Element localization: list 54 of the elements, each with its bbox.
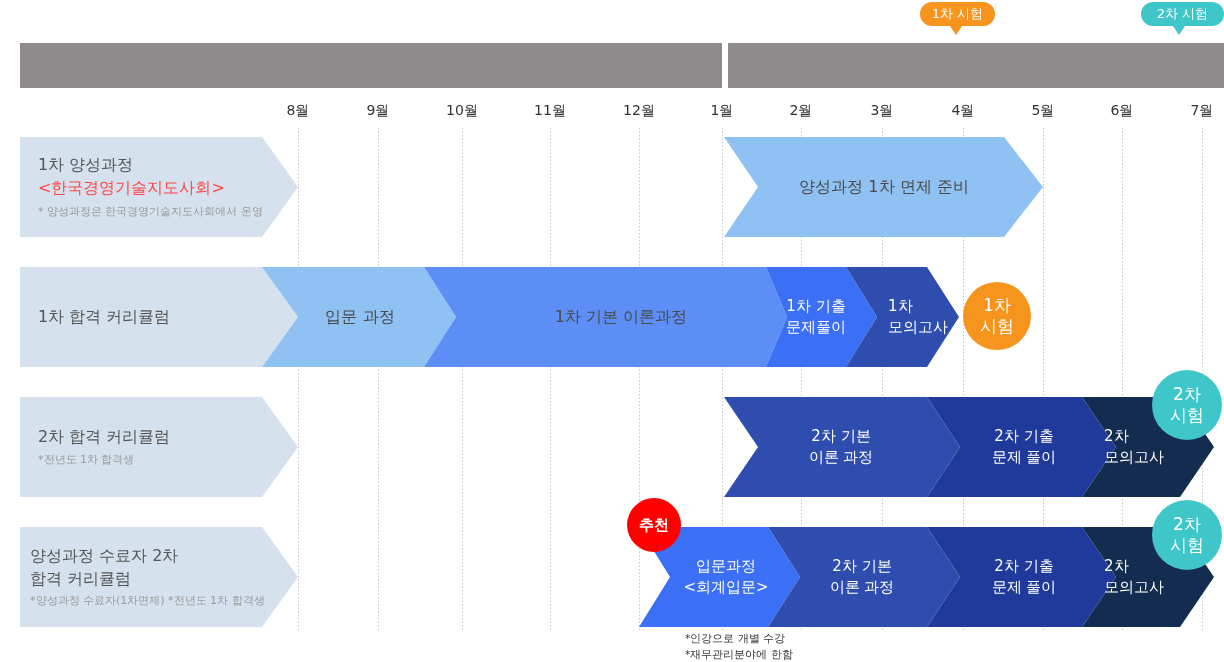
month-label: 8월 xyxy=(286,101,310,120)
row-title: 1차 양성과정 xyxy=(38,154,135,177)
row-title: 1차 합격 커리큘럼 xyxy=(38,305,172,328)
circle-label: 추천 xyxy=(639,515,669,535)
circle-label: 1차 시험 xyxy=(979,294,1015,338)
step-label: 2차 기본 이론 과정 xyxy=(828,555,896,598)
month-label: 6월 xyxy=(1110,101,1134,120)
step-label: 2차 모의고사 xyxy=(1104,555,1165,598)
month-label: 5월 xyxy=(1031,101,1055,120)
month-label: 2월 xyxy=(789,101,813,120)
process-step xyxy=(766,267,877,367)
bubble-label: 1차 시험 xyxy=(931,6,984,22)
month-label: 10월 xyxy=(446,101,478,120)
month-label: 4월 xyxy=(951,101,975,120)
step-label: 2차 기출 문제 풀이 xyxy=(990,425,1058,468)
step-label: 2차 기본 이론 과정 xyxy=(807,425,875,468)
note-text: *전년도 1차 합격생 xyxy=(38,452,136,468)
row-header-banner xyxy=(20,137,298,237)
process-step xyxy=(724,137,1043,237)
step-label: 1차 기본 이론과정 xyxy=(553,305,689,328)
month-label: 9월 xyxy=(366,101,390,120)
subtitle-text: <한국경영기술지도사회> xyxy=(38,177,226,200)
note-text: * 양성과정은 한국경영기술지도사회에서 운영 xyxy=(38,203,264,220)
step-label: 2차 기출 문제 풀이 xyxy=(990,555,1058,598)
step-label: 1차 기출 문제풀이 xyxy=(785,295,847,338)
process-step xyxy=(846,267,959,367)
row-header-banner xyxy=(20,397,298,497)
row-header-banner xyxy=(20,527,298,627)
note-text: *재무관리분야에 한함 xyxy=(685,647,793,662)
note-text: *인강으로 개별 수강 xyxy=(685,631,786,646)
step-label: 2차 모의고사 xyxy=(1104,425,1165,468)
process-step xyxy=(768,527,960,627)
month-label: 3월 xyxy=(870,101,894,120)
month-label: 1월 xyxy=(710,101,734,120)
process-step xyxy=(424,267,787,367)
month-label: 11월 xyxy=(534,101,566,120)
month-label: 12월 xyxy=(623,101,655,120)
step-label: 입문과정 <회계입문> xyxy=(683,555,769,598)
note-text: *양성과정 수료자(1차면제) *전년도 1차 합격생 xyxy=(30,592,266,609)
row-header-banner xyxy=(20,267,298,367)
step-label: 입문 과정 xyxy=(324,305,396,328)
process-step xyxy=(262,267,456,367)
row-title: 2차 합격 커리큘럼 xyxy=(38,426,172,449)
row-title: 양성과정 수료자 2차 합격 커리큘럼 xyxy=(30,545,180,591)
step-label: 1차 모의고사 xyxy=(888,295,949,338)
month-label: 7월 xyxy=(1190,101,1214,120)
step-label: 양성과정 1차 면제 준비 xyxy=(798,175,970,198)
process-step xyxy=(724,397,960,497)
callout-bubble xyxy=(920,2,995,35)
bubble-label: 2차 시험 xyxy=(1156,6,1209,22)
circle-label: 2차 시험 xyxy=(1169,513,1205,557)
badge-circle xyxy=(627,498,681,552)
circle-label: 2차 시험 xyxy=(1169,383,1205,427)
callout-bubble xyxy=(1141,2,1224,35)
